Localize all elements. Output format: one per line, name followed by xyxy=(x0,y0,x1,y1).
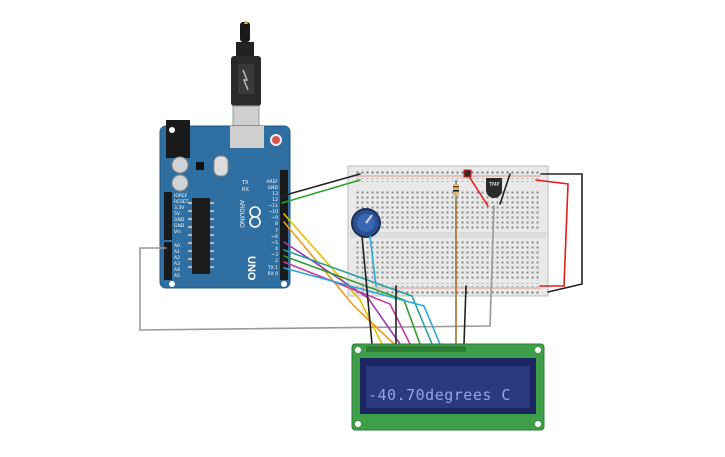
digital-label-10: ~10 xyxy=(269,209,279,215)
arduino-tx-label: TX xyxy=(241,180,249,186)
wire-gray-sensor[interactable] xyxy=(139,205,495,331)
digital-label-8: 8 xyxy=(275,221,278,227)
temperature-sensor[interactable] xyxy=(486,178,502,198)
digital-label-gnd: GND xyxy=(268,185,279,191)
power-label-3v3: 3.3V xyxy=(174,205,185,211)
analog-label-a0: A0 xyxy=(174,243,180,249)
wire-red-rail[interactable] xyxy=(535,179,569,287)
wire-green[interactable] xyxy=(281,179,361,204)
power-label-reset: RESET xyxy=(174,199,189,205)
arduino-rx-label: RX xyxy=(242,187,249,193)
wire-black-pot[interactable] xyxy=(361,235,373,345)
arduino-brand-label: ARDUINO xyxy=(238,200,244,228)
digital-label-4: 4 xyxy=(275,246,278,252)
wire-magenta[interactable] xyxy=(283,261,411,345)
wire-cyan-pot[interactable] xyxy=(369,235,377,287)
analog-label-a5: A5 xyxy=(174,273,180,279)
wire-black-lcd-2[interactable] xyxy=(463,285,467,345)
arduino-uno-board[interactable] xyxy=(159,120,291,289)
digital-label-rx0: RX 0 xyxy=(267,271,278,277)
analog-label-a3: A3 xyxy=(174,261,180,267)
power-label-vin: Vin xyxy=(174,229,181,235)
led-indicator[interactable] xyxy=(463,169,472,178)
breadboard[interactable] xyxy=(347,165,549,297)
wire-red-sensor[interactable] xyxy=(469,177,489,207)
digital-label-11: ~11 xyxy=(269,203,279,209)
wire-black-sensor[interactable] xyxy=(499,173,511,205)
digital-label-5: ~5 xyxy=(271,240,278,246)
power-label-ioref: IOREF xyxy=(174,193,188,199)
digital-label-3: ~3 xyxy=(271,252,278,258)
lcd-display-text: -40.70degrees C xyxy=(368,386,511,404)
analog-label-a4: A4 xyxy=(174,267,180,273)
wire-black-rail[interactable] xyxy=(540,173,583,293)
usb-cable[interactable] xyxy=(231,20,261,143)
resistor[interactable] xyxy=(453,180,459,200)
lcd-screen xyxy=(366,366,530,408)
wire-orange[interactable] xyxy=(283,221,395,345)
wire-yellow[interactable] xyxy=(283,213,383,345)
lcd-module[interactable] xyxy=(351,343,545,431)
potentiometer-knob[interactable] xyxy=(351,208,381,238)
power-label-5v: 5V xyxy=(174,211,181,217)
digital-label-6: ~6 xyxy=(271,234,278,240)
digital-label-13: 13 xyxy=(272,191,278,197)
digital-label-aref: AREF xyxy=(266,179,278,185)
power-label-gnd-1: GND xyxy=(174,217,185,223)
analog-label-a1: A1 xyxy=(174,249,180,255)
wire-cyan-lcd[interactable] xyxy=(283,267,441,345)
arduino-uno-logo: UNO xyxy=(245,256,257,281)
digital-label-2: 2 xyxy=(275,258,278,264)
temperature-sensor-label: TMP xyxy=(488,182,499,188)
digital-label-9: ~9 xyxy=(271,215,278,221)
wire-teal-lcd[interactable] xyxy=(283,249,433,345)
wire-black-gnd[interactable] xyxy=(281,173,361,197)
analog-label-a2: A2 xyxy=(174,255,180,261)
digital-label-7: 7 xyxy=(275,228,278,234)
digital-label-12: 12 xyxy=(272,197,278,203)
power-label-gnd-2: GND xyxy=(174,223,185,229)
digital-label-tx1: TX 1 xyxy=(267,265,278,271)
